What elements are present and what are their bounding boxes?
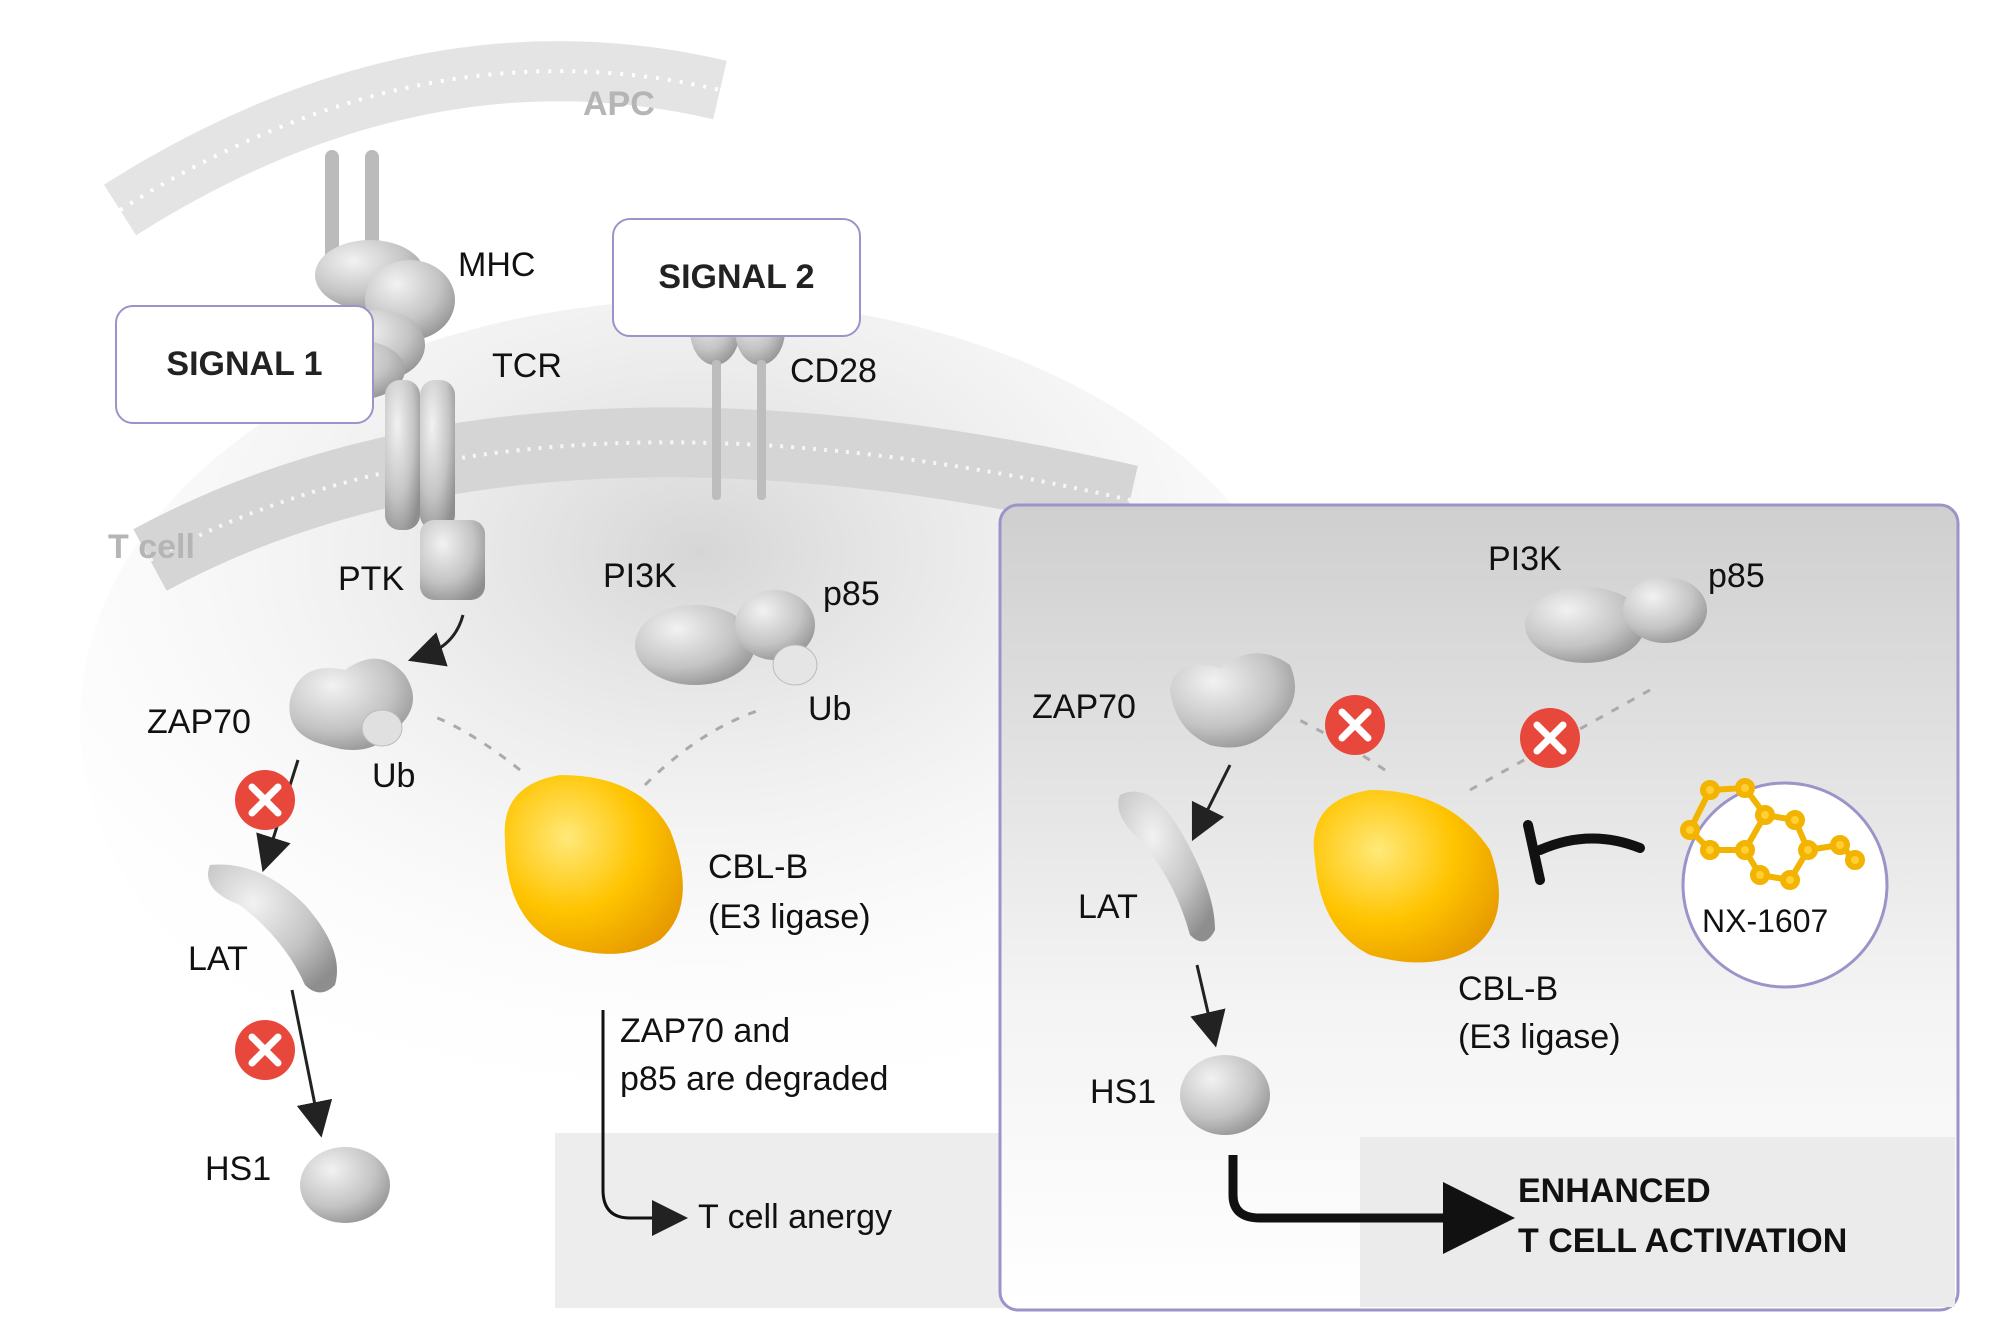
p85-label-right: p85 — [1708, 557, 1765, 595]
zap70-label-left: ZAP70 — [147, 703, 251, 741]
ptk-label: PTK — [338, 560, 405, 598]
ubiquitination-trail — [429, 713, 521, 772]
pi3k-label-left: PI3K — [603, 557, 677, 595]
enhanced-label: ENHANCED — [1518, 1172, 1711, 1210]
anergy-panel — [555, 1133, 1005, 1308]
ub-tag — [361, 709, 403, 747]
ptk-domain — [420, 520, 485, 600]
hs1-protein-left — [300, 1147, 390, 1223]
lat-label-right: LAT — [1078, 888, 1138, 926]
cblb-label-left: CBL-B — [708, 848, 809, 886]
arrow-icon — [1228, 1155, 1515, 1254]
zap70-protein-right — [1170, 653, 1295, 748]
lat-protein-left — [208, 864, 337, 993]
pi3k-protein-left — [635, 590, 818, 686]
cblb-label-right: CBL-B — [1458, 970, 1559, 1008]
zap70-protein-left — [289, 658, 413, 750]
lat-label-left: LAT — [188, 940, 248, 978]
tcell-label: T cell — [108, 528, 195, 566]
inhibition-t-icon — [1523, 820, 1645, 885]
apc-membrane — [103, 41, 727, 236]
pi3k-label-right: PI3K — [1488, 540, 1562, 578]
ubiquitination-trail — [1469, 688, 1651, 792]
block-x-icon — [235, 770, 295, 830]
arrow-icon — [1190, 964, 1226, 1048]
arrow-icon — [1191, 764, 1232, 842]
degraded-label: ZAP70 and — [620, 1012, 791, 1050]
tcell-membrane — [133, 407, 1138, 591]
cblb-sub-label-left: (E3 ligase) — [708, 898, 871, 936]
zap70-label-right: ZAP70 — [1032, 688, 1136, 726]
hs1-protein-right — [1180, 1055, 1270, 1135]
pi3k-protein-right — [1525, 577, 1707, 663]
cd28-label: CD28 — [790, 352, 877, 390]
degraded-sub-label: p85 are degraded — [620, 1060, 889, 1098]
hs1-label-right: HS1 — [1090, 1073, 1157, 1111]
arrow-icon — [290, 989, 333, 1138]
cblb-enzyme-left — [504, 775, 683, 954]
mhc-label: MHC — [458, 246, 536, 284]
lat-protein-right — [1118, 791, 1215, 942]
cblb-enzyme-right — [1313, 790, 1499, 963]
block-x-icon — [1520, 708, 1580, 768]
signal2-box: SIGNAL 2 — [612, 218, 861, 337]
apc-label: APC — [583, 85, 655, 123]
ub-tag — [772, 644, 818, 686]
block-x-icon — [1325, 695, 1385, 755]
signal1-box: SIGNAL 1 — [115, 305, 374, 424]
enhanced-sub-label: T CELL ACTIVATION — [1518, 1222, 1848, 1260]
hs1-label-left: HS1 — [205, 1150, 272, 1188]
ubiquitination-trail — [643, 708, 761, 787]
anergy-label: T cell anergy — [698, 1198, 893, 1236]
cblb-sub-label-right: (E3 ligase) — [1458, 1018, 1621, 1056]
block-x-icon — [235, 1020, 295, 1080]
ub-label-zap70: Ub — [372, 757, 416, 795]
ubiquitination-trail — [1294, 716, 1386, 772]
drug-label: NX-1607 — [1702, 903, 1829, 939]
p85-label-left: p85 — [823, 575, 880, 613]
tcr-label: TCR — [492, 347, 562, 385]
arrow-icon — [407, 614, 465, 667]
ub-label-p85: Ub — [808, 690, 852, 728]
molecule-icon — [1680, 778, 1865, 890]
arrow-icon — [601, 1010, 688, 1236]
